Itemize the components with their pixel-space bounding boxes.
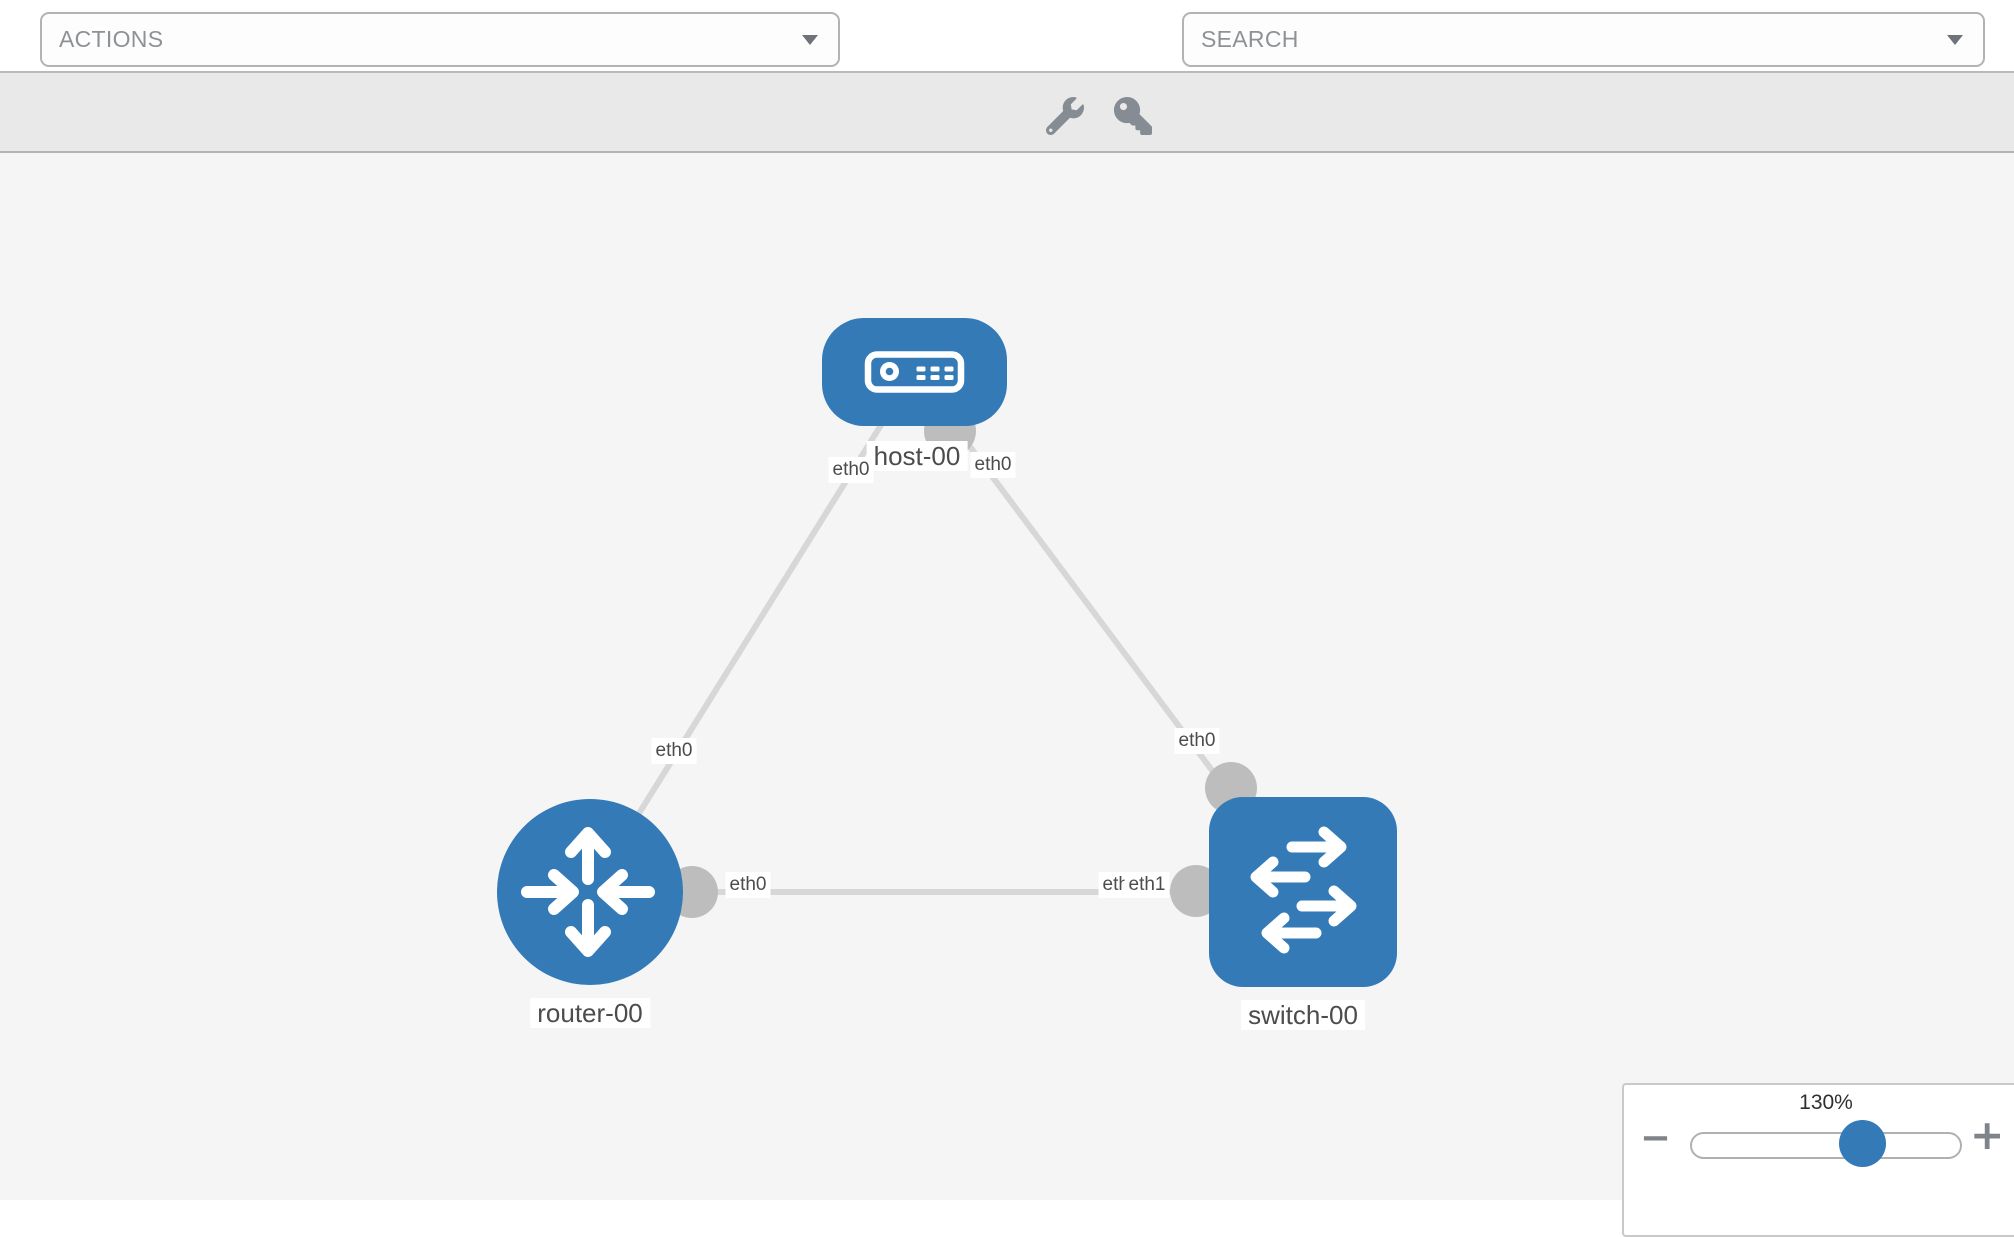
chevron-down-icon — [1947, 35, 1963, 45]
node-switch-00[interactable] — [1209, 797, 1397, 987]
wrench-icon[interactable] — [1046, 97, 1084, 135]
interface-label-switch-top: eth0 — [1174, 728, 1220, 754]
switch-icon — [1250, 826, 1357, 954]
router-icon — [521, 827, 655, 957]
zoom-level-text: 130% — [1799, 1091, 1853, 1114]
host-icon — [864, 351, 965, 393]
interface-label-router-right: eth0 — [725, 872, 771, 898]
zoom-in-button[interactable]: + — [1970, 1111, 2005, 1159]
node-label-switch[interactable]: switch-00 — [1241, 1000, 1365, 1030]
interface-label-switch-left-front: eth1 — [1124, 872, 1170, 898]
topology-canvas[interactable] — [0, 153, 2014, 1200]
search-placeholder: SEARCH — [1201, 26, 1299, 52]
search-input[interactable]: SEARCH — [1182, 12, 1985, 67]
topology-graph — [497, 318, 1397, 987]
zoom-out-button[interactable]: − — [1640, 1116, 1672, 1159]
interface-label-router-top: eth0 — [651, 738, 697, 764]
toolbar — [0, 73, 2014, 153]
chevron-down-icon — [802, 35, 818, 45]
zoom-slider-thumb[interactable] — [1839, 1120, 1886, 1167]
interface-label-host-right: eth0 — [970, 452, 1016, 478]
actions-dropdown[interactable]: ACTIONS — [40, 12, 840, 67]
node-label-host[interactable]: host-00 — [866, 441, 968, 471]
zoom-panel: 130% − + — [1622, 1083, 2014, 1237]
node-router-00[interactable] — [497, 799, 683, 985]
key-icon[interactable] — [1114, 97, 1152, 135]
interface-label-host-left: eth0 — [828, 457, 874, 483]
actions-dropdown-label: ACTIONS — [59, 26, 164, 52]
node-label-router[interactable]: router-00 — [530, 998, 650, 1028]
node-host-00[interactable] — [822, 318, 1007, 426]
zoom-slider[interactable] — [1690, 1132, 1962, 1159]
